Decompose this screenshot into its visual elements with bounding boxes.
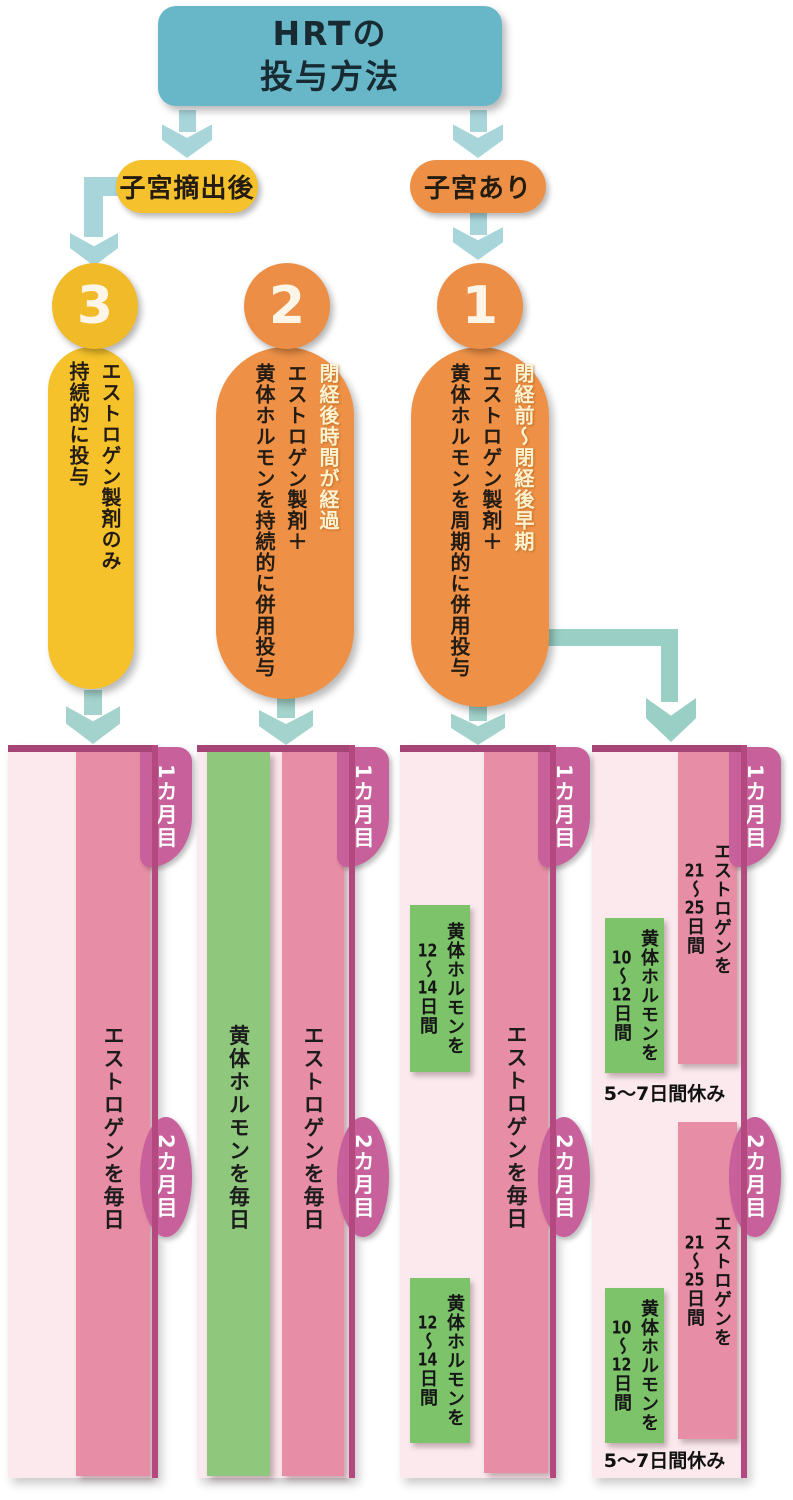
method3-number: 3 <box>52 263 138 349</box>
month1-tab: 1カ月目 <box>729 747 781 867</box>
estrogen-block-name: エストロゲンを <box>711 1214 732 1347</box>
method3-number-label: 3 <box>76 276 114 336</box>
method1-pill: 閉経前〜閉経後早期 エストロゲン製剤＋ 黄体ホルモンを周期的に併用投与 <box>411 347 549 707</box>
method2-pill: 閉経後時間が経過 エストロゲン製剤＋ 黄体ホルモンを持続的に併用投与 <box>216 347 354 699</box>
luteal-block-name: 黄体ホルモンを <box>444 922 465 1055</box>
method3-pill: エストロゲン製剤のみ 持続的に投与 <box>48 347 134 689</box>
estrogen-block-days: 21〜25日間 <box>684 861 705 955</box>
title-line2: 投与方法 <box>260 57 400 96</box>
estrogen-bar: エストロゲンを毎日 <box>76 752 150 1476</box>
luteal-block-month1: 黄体ホルモンを 10〜12日間 <box>605 918 664 1073</box>
elbow-arrow-segment <box>661 629 678 702</box>
panel-top-edge <box>400 745 556 752</box>
luteal-block-month1: 黄体ホルモンを 12〜14日間 <box>410 905 470 1072</box>
luteal-block-days: 12〜14日間 <box>417 1314 438 1407</box>
down-arrow-icon <box>66 690 120 744</box>
luteal-block-name: 黄体ホルモンを <box>638 1299 659 1432</box>
down-arrow-icon <box>162 110 212 158</box>
luteal-block-month2: 黄体ホルモンを 10〜12日間 <box>605 1288 664 1443</box>
month2-tab: 2カ月目 <box>538 1117 590 1237</box>
method1-number-label: 1 <box>461 276 499 336</box>
luteal-block-days: 12〜14日間 <box>417 942 438 1035</box>
method2-number: 2 <box>244 263 330 349</box>
down-arrowhead-icon <box>70 233 118 266</box>
estrogen-bar-label: エストロゲンを毎日 <box>301 1024 325 1232</box>
method2-number-label: 2 <box>268 276 306 336</box>
panel-right-edge <box>550 745 556 1478</box>
branch-with-uterus-label: 子宮あり <box>423 174 532 204</box>
title-line1: HRTの <box>272 14 388 54</box>
branch-hysterectomy-label: 子宮摘出後 <box>119 174 255 204</box>
luteal-bar: 黄体ホルモンを毎日 <box>207 752 270 1476</box>
panel-right-edge <box>741 745 747 1478</box>
page-title: HRTの 投与方法 <box>158 6 502 106</box>
luteal-block-name: 黄体ホルモンを <box>638 929 659 1062</box>
luteal-bar-label: 黄体ホルモンを毎日 <box>226 1024 251 1232</box>
estrogen-bar: エストロゲンを毎日 <box>282 752 344 1476</box>
branch-hysterectomy: 子宮摘出後 <box>116 160 258 213</box>
estrogen-bar-label: エストロゲンを毎日 <box>101 1024 125 1232</box>
down-arrow-icon <box>259 695 313 745</box>
panel-top-edge <box>592 745 747 752</box>
month1-tab: 1カ月目 <box>140 747 192 867</box>
down-arrowhead-icon <box>646 698 696 742</box>
elbow-arrow-segment <box>540 629 677 646</box>
schedule-panel-method3: エストロゲンを毎日 1カ月目 2カ月目 <box>8 745 192 1478</box>
month2-tab: 2カ月目 <box>729 1117 781 1237</box>
method1-heading: 閉経前〜閉経後早期 <box>511 363 535 552</box>
down-arrow-icon <box>453 110 503 158</box>
elbow-arrow-segment <box>84 177 103 237</box>
estrogen-block-name: エストロゲンを <box>711 841 732 975</box>
method2-heading: 閉経後時間が経過 <box>316 363 340 531</box>
month2-tab: 2カ月目 <box>337 1117 389 1237</box>
luteal-block-days: 10〜12日間 <box>611 1319 632 1412</box>
schedule-panel-method1-continuous: エストロゲンを毎日 黄体ホルモンを 12〜14日間 黄体ホルモンを 12〜14日… <box>400 745 590 1478</box>
estrogen-block-month1: エストロゲンを 21〜25日間 <box>678 752 737 1064</box>
branch-with-uterus: 子宮あり <box>410 160 546 213</box>
luteal-block-name: 黄体ホルモンを <box>444 1294 465 1427</box>
month1-tab: 1カ月目 <box>337 747 389 867</box>
panel-top-edge <box>8 745 158 752</box>
method3-description: エストロゲン製剤のみ 持続的に投与 <box>66 361 122 571</box>
rest-note-month1: 5〜7日間休み <box>603 1083 726 1105</box>
down-arrow-icon <box>453 213 503 260</box>
estrogen-block-days: 21〜25日間 <box>684 1234 705 1327</box>
luteal-block-days: 10〜12日間 <box>611 949 632 1042</box>
method1-description: エストロゲン製剤＋ 黄体ホルモンを周期的に併用投与 <box>447 363 503 678</box>
method1-number: 1 <box>437 263 523 349</box>
estrogen-bar: エストロゲンを毎日 <box>484 752 548 1473</box>
rest-note-month2: 5〜7日間休み <box>603 1450 726 1472</box>
method2-description: エストロゲン製剤＋ 黄体ホルモンを持続的に併用投与 <box>252 363 308 678</box>
estrogen-block-month2: エストロゲンを 21〜25日間 <box>678 1122 737 1439</box>
month1-tab: 1カ月目 <box>538 747 590 867</box>
month2-tab: 2カ月目 <box>140 1117 192 1237</box>
panel-right-edge <box>152 745 158 1478</box>
schedule-panel-method1-cyclic: エストロゲンを 21〜25日間 黄体ホルモンを 10〜12日間 5〜7日間休み … <box>592 745 781 1478</box>
estrogen-bar-label: エストロゲンを毎日 <box>504 1023 528 1231</box>
schedule-panel-method2: 黄体ホルモンを毎日 エストロゲンを毎日 1カ月目 2カ月目 <box>197 745 389 1478</box>
panel-top-edge <box>197 745 355 752</box>
panel-right-edge <box>349 745 355 1478</box>
luteal-block-month2: 黄体ホルモンを 12〜14日間 <box>410 1278 470 1443</box>
